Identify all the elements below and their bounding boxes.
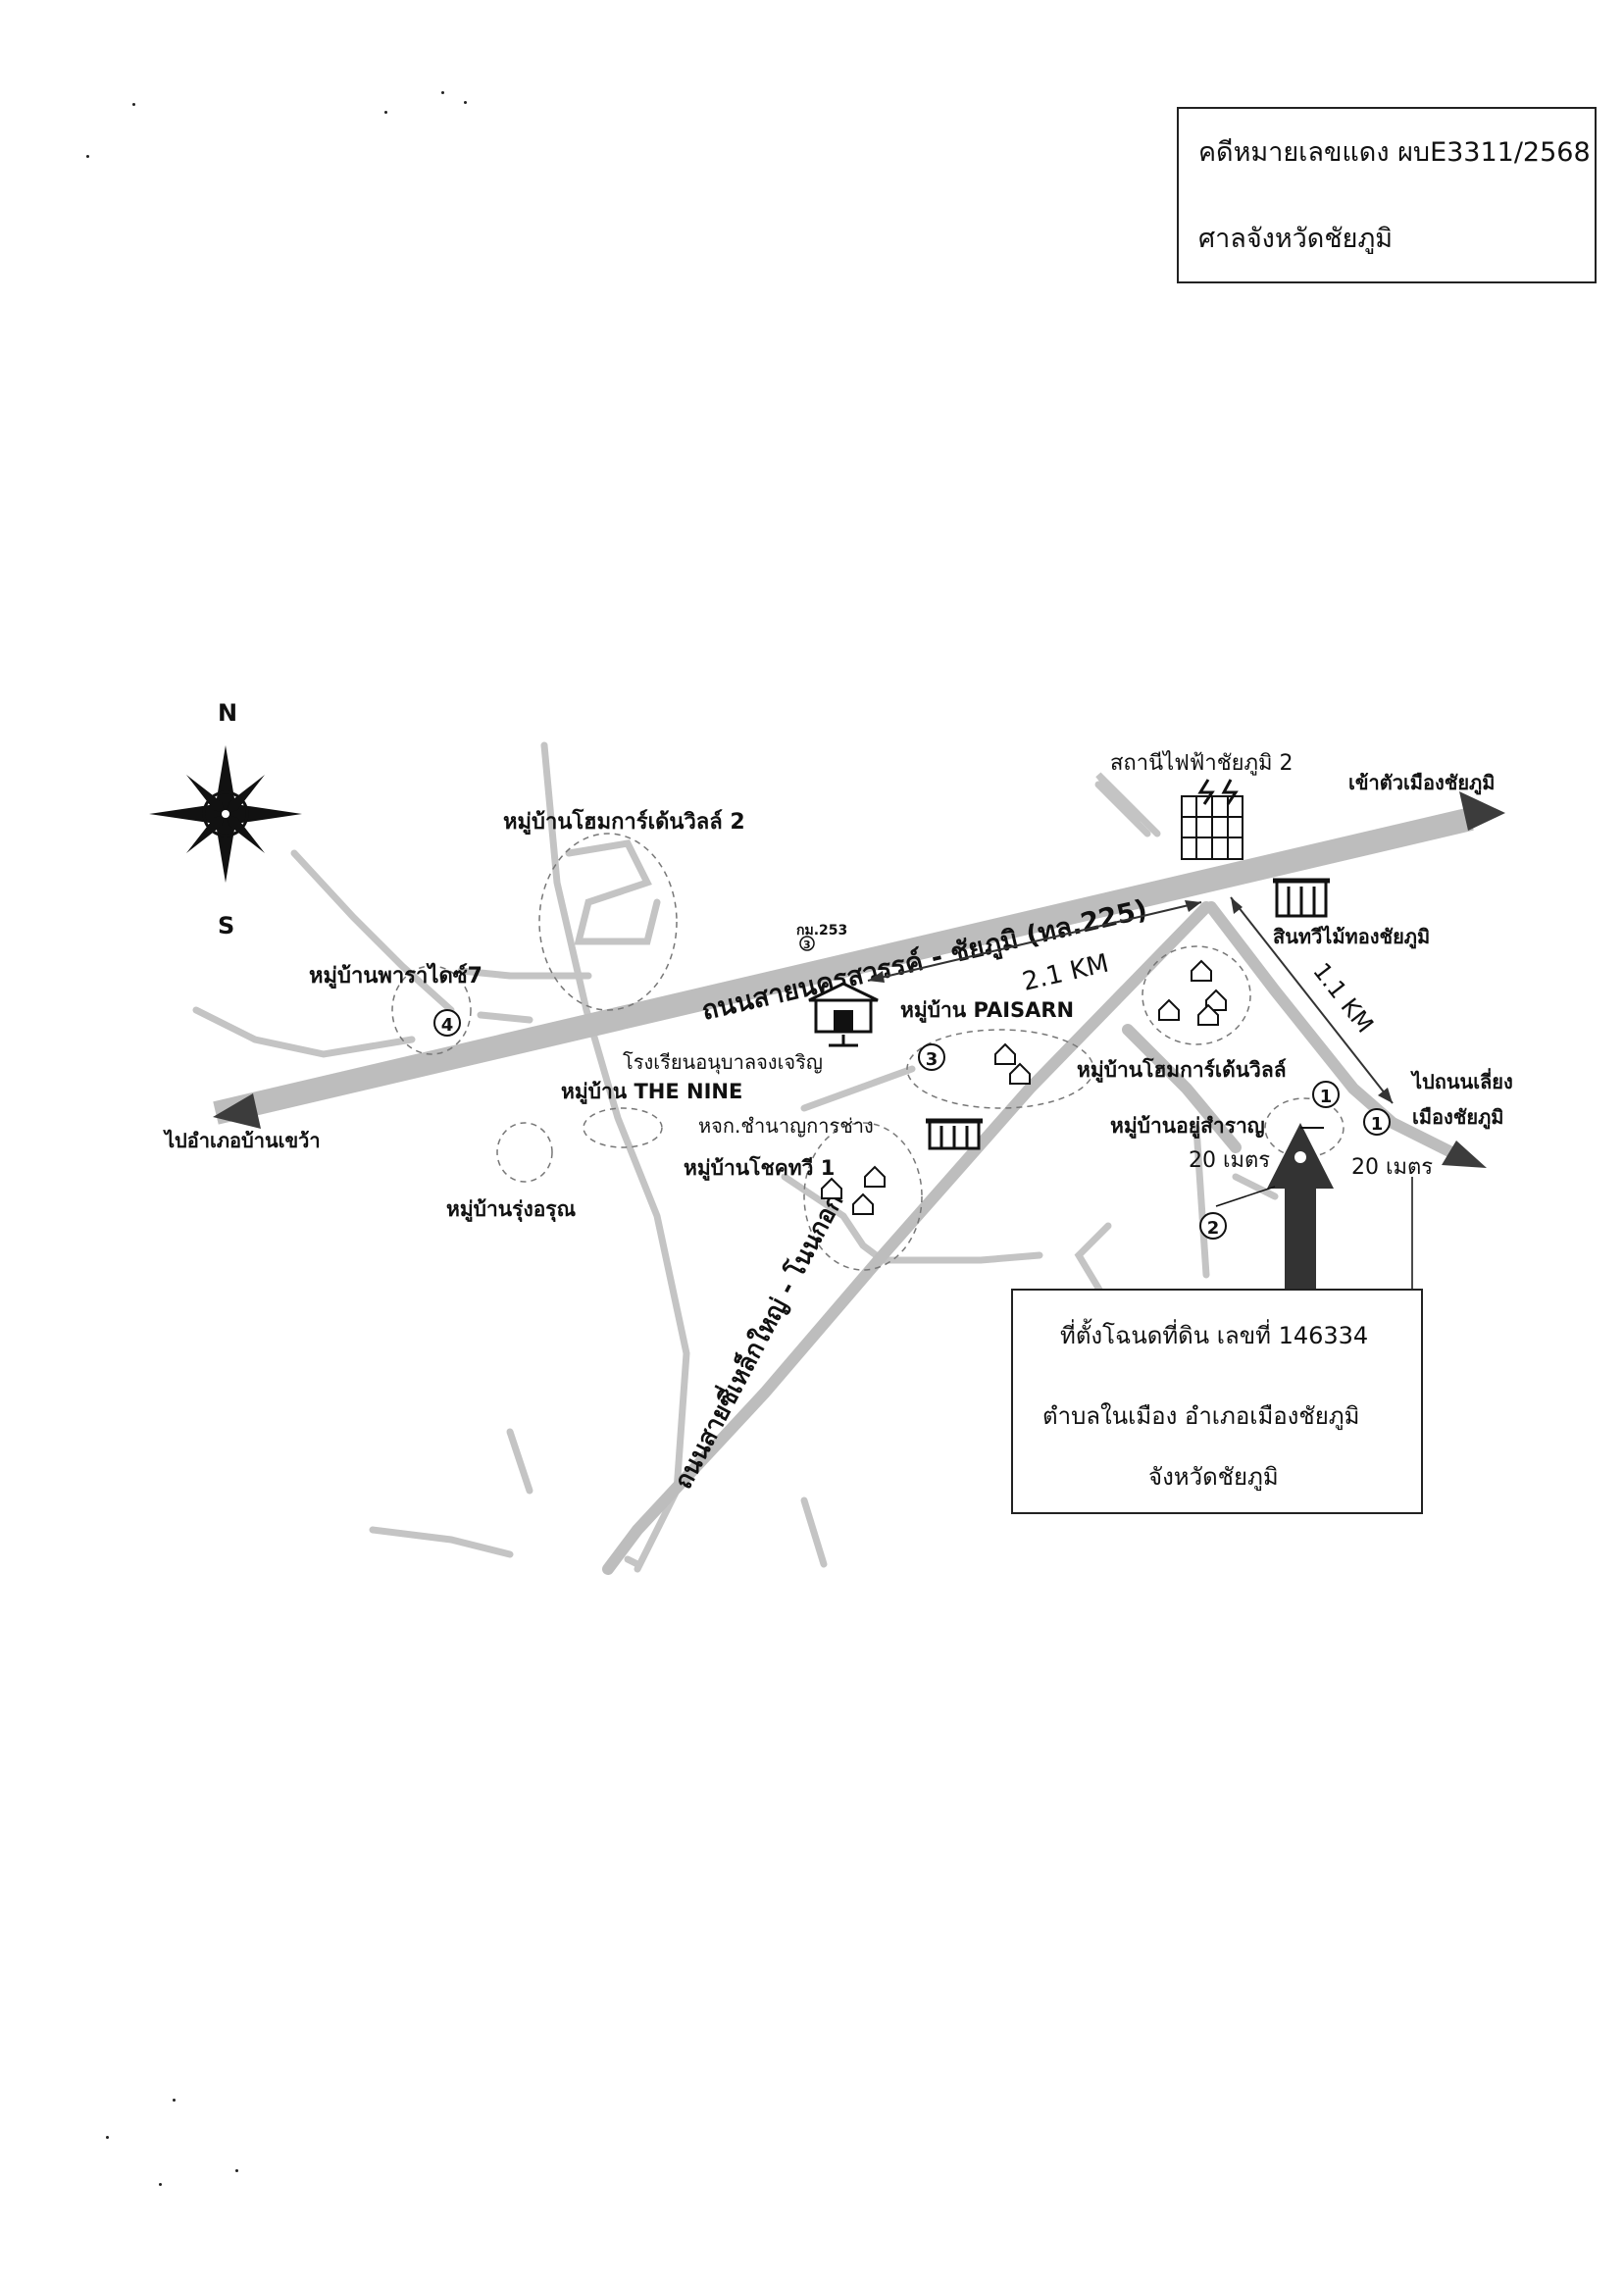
distance-2-1km-label: 2.1 KM bbox=[1020, 949, 1112, 997]
distance-20m-right-label: 20 เมตร bbox=[1351, 1155, 1433, 1180]
deed-number-text: ที่ตั้งโฉนดที่ดิน เลขที่ 146334 bbox=[1060, 1322, 1369, 1349]
main-highway bbox=[213, 807, 1474, 1125]
arrow-to-bypass-icon bbox=[1442, 1141, 1487, 1168]
scan-speck bbox=[159, 2183, 162, 2186]
km-marker-label: กม.253 bbox=[796, 923, 847, 939]
to-bypass-label-1: ไปถนนเลี่ยง bbox=[1410, 1067, 1513, 1093]
marker-4-icon: 4 bbox=[433, 1009, 461, 1037]
home-garden-2-label: หมู่บ้านโฮมการ์เด้นวิลล์ 2 bbox=[503, 808, 745, 836]
distance-arrow-bottom-icon bbox=[1378, 1088, 1393, 1103]
province-text: จังหวัดชัยภูมิ bbox=[1148, 1463, 1279, 1491]
scan-speck bbox=[86, 155, 89, 158]
house-icons bbox=[821, 959, 1227, 1215]
chamnan-store-icon bbox=[926, 1118, 983, 1150]
the-nine-label: หมู่บ้าน THE NINE bbox=[561, 1080, 742, 1105]
arrow-to-ban-khwao-icon bbox=[213, 1093, 261, 1129]
chamnan-label: หจก.ชำนาญการช่าง bbox=[698, 1114, 874, 1138]
svg-text:3: 3 bbox=[926, 1049, 939, 1070]
yu-saran-label: หมู่บ้านอยู่สำราญ bbox=[1110, 1114, 1265, 1140]
compass-south-label: S bbox=[218, 912, 234, 939]
scan-speck bbox=[441, 91, 444, 94]
distance-20m-left-label: 20 เมตร bbox=[1189, 1148, 1270, 1173]
district-text: ตำบลในเมือง อำเภอเมืองชัยภูมิ bbox=[1042, 1402, 1360, 1430]
power-station-label: สถานีไฟฟ้าชัยภูมิ 2 bbox=[1110, 750, 1294, 776]
land-deed-box: ที่ตั้งโฉนดที่ดิน เลขที่ 146334 ตำบลในเม… bbox=[1011, 1289, 1423, 1514]
to-city-label: เข้าตัวเมืองชัยภูมิ bbox=[1348, 771, 1495, 796]
school-icon bbox=[808, 982, 879, 1047]
distance-line-1-1km bbox=[1230, 896, 1394, 1104]
svg-text:1: 1 bbox=[1320, 1087, 1333, 1107]
arrow-to-city-icon bbox=[1459, 791, 1505, 831]
scan-speck bbox=[132, 103, 135, 106]
marker-1b-icon: 1 bbox=[1363, 1108, 1391, 1136]
to-ban-khwao-label: ไปอำเภอบ้านเขว้า bbox=[163, 1129, 321, 1152]
km-marker-number: 3 bbox=[803, 939, 811, 951]
distance-arrow-left-icon bbox=[868, 971, 885, 983]
scan-speck bbox=[106, 2136, 109, 2139]
school-label: โรงเรียนอนุบาลจงเจริญ bbox=[623, 1050, 823, 1075]
rung-arun-label: หมู่บ้านรุ่งอรุณ bbox=[446, 1197, 577, 1223]
home-garden-label: หมู่บ้านโฮมการ์เด้นวิลล์ bbox=[1077, 1057, 1287, 1084]
paradise7-label: หมู่บ้านพาราไดซ์7 bbox=[309, 962, 482, 989]
court-name-text: ศาลจังหวัดชัยภูมิ bbox=[1198, 224, 1394, 254]
case-number-box: คดีหมายเลขแดง ผบE3311/2568 ศาลจังหวัดชัย… bbox=[1177, 107, 1597, 283]
paisarn-label: หมู่บ้าน PAISARN bbox=[900, 998, 1074, 1024]
svg-text:1: 1 bbox=[1371, 1114, 1384, 1135]
case-number-text: คดีหมายเลขแดง ผบE3311/2568 bbox=[1198, 137, 1591, 168]
to-bypass-label-2: เมืองชัยภูมิ bbox=[1412, 1105, 1503, 1131]
distance-arrow-right-icon bbox=[1185, 900, 1201, 912]
compass-north-label: N bbox=[218, 699, 237, 727]
chokthawi-label: หมู่บ้านโชคทวี 1 bbox=[684, 1155, 835, 1182]
land-location-pointer-icon bbox=[1215, 1123, 1413, 1289]
shop-icon bbox=[1273, 878, 1330, 918]
distance-arrow-top-icon bbox=[1231, 897, 1243, 914]
distance-line-2-1km bbox=[867, 901, 1202, 982]
km-marker-icon bbox=[799, 936, 815, 951]
secondary-roads bbox=[602, 901, 1457, 1575]
side-roads bbox=[192, 741, 1279, 1573]
svg-text:2: 2 bbox=[1207, 1218, 1220, 1239]
scan-speck bbox=[173, 2099, 176, 2102]
marker-2-icon: 2 bbox=[1199, 1212, 1227, 1240]
scan-speck bbox=[235, 2169, 238, 2172]
distance-1-1km-label: 1.1 KM bbox=[1307, 957, 1379, 1038]
scan-speck bbox=[464, 101, 467, 104]
compass-rose-icon bbox=[149, 745, 302, 883]
marker-1-icon: 1 bbox=[1312, 1081, 1340, 1108]
svg-text:4: 4 bbox=[441, 1015, 454, 1036]
scan-speck bbox=[384, 111, 387, 114]
power-station-icon bbox=[1181, 779, 1243, 860]
marker-3-icon: 3 bbox=[918, 1043, 945, 1071]
shop-label: สินทวีไม้ทองชัยภูมิ bbox=[1273, 925, 1430, 950]
rail-road-label: ถนนสายซี่เหล็กใหญ่ - โนนกอก bbox=[666, 1188, 848, 1494]
